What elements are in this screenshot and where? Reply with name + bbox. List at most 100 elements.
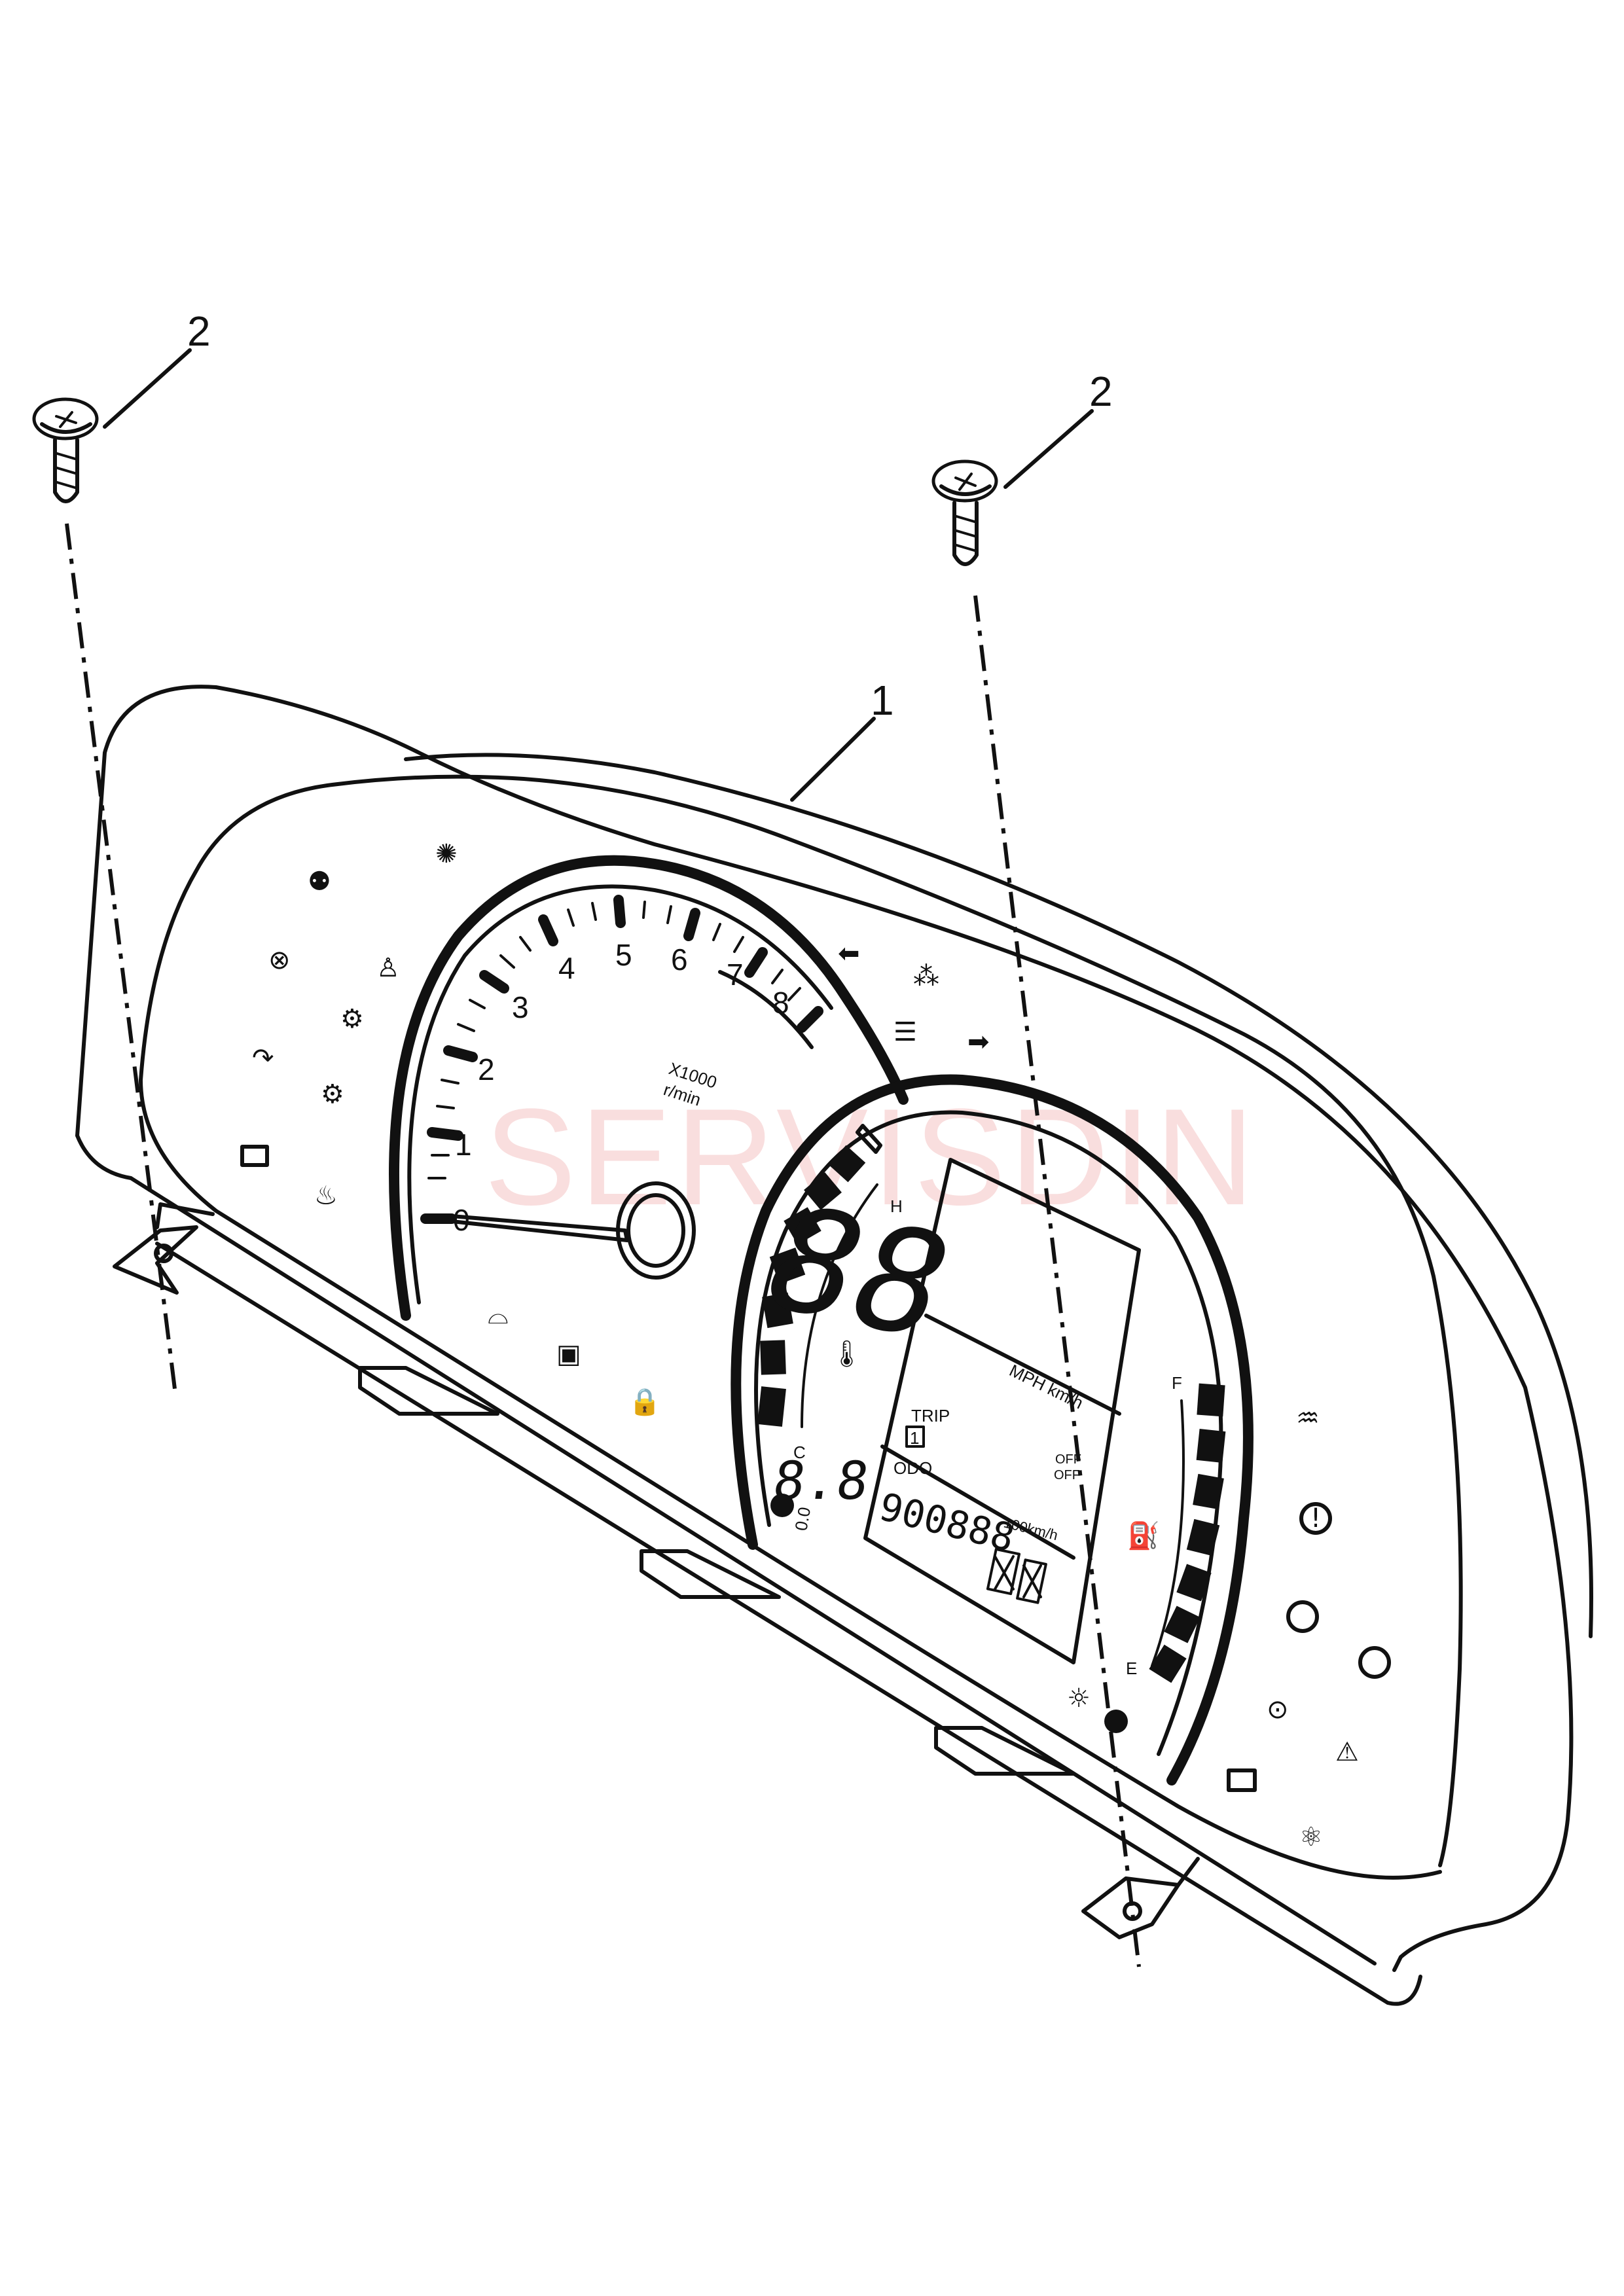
lcd-divider-2 — [880, 1444, 1075, 1560]
screw-right-head-rim — [939, 484, 992, 496]
lcd-trip-box — [905, 1426, 925, 1448]
tachometer-ticks — [420, 895, 823, 1224]
bezel-face-bottom — [139, 1078, 1442, 1880]
callout-2-left: 2 — [187, 308, 211, 355]
screw-left-shank — [53, 438, 79, 503]
fuel-segment — [1193, 1473, 1224, 1510]
lcd-trip-label: TRIP — [911, 1406, 950, 1426]
leader-line-cluster — [790, 717, 876, 802]
temp-segment — [784, 1207, 821, 1245]
tick-minor — [712, 923, 721, 941]
temp-segment — [760, 1340, 786, 1375]
seatbelt-icon: ♙ — [376, 953, 400, 983]
tachometer-hub-outer — [616, 1181, 696, 1280]
fuel-segment — [1186, 1518, 1220, 1556]
tick-minor — [436, 1105, 455, 1109]
tick-minor — [499, 954, 515, 969]
temp-scale-arc — [801, 1183, 878, 1428]
brake-exclamation: ! — [1310, 1503, 1321, 1534]
mounting-tab-right-flange — [1176, 1857, 1200, 1887]
tach-numeral-2: 2 — [478, 1052, 495, 1086]
temp-label-cold: C — [793, 1443, 806, 1462]
tick-minor — [567, 908, 575, 927]
tpms-icon: ⊙ — [1267, 1695, 1289, 1725]
bezel-face-top — [139, 774, 1463, 1867]
dimmer-knob[interactable] — [1104, 1710, 1128, 1733]
tachometer-needle — [450, 1214, 629, 1242]
reset-label: 0.0 — [791, 1505, 814, 1532]
brightness-icon: ☼ — [1067, 1683, 1091, 1713]
coolant-temp-icon: 🌡 — [830, 1339, 863, 1369]
leader-line-screw-left — [103, 348, 192, 429]
leader-line-screw-right — [1003, 409, 1094, 489]
fuel-segment — [1197, 1383, 1225, 1417]
tick-5 — [613, 895, 626, 928]
temp-segment — [769, 1247, 806, 1284]
fuel-label-empty: E — [1126, 1659, 1137, 1678]
lcd-display — [863, 1158, 1141, 1664]
screw-right — [931, 459, 998, 566]
lcd-consumption: 8.8 — [770, 1450, 873, 1511]
callout-1: 1 — [871, 677, 894, 724]
screw-left-head-rim — [40, 422, 92, 434]
mounting-tab-right-hole — [1123, 1901, 1142, 1921]
tick-2 — [443, 1045, 478, 1062]
lcd-trip-number: 1 — [910, 1428, 919, 1448]
esp-icon — [1358, 1646, 1391, 1679]
brake-warning-icon — [1299, 1502, 1332, 1535]
airbag-icon: ⚉ — [308, 867, 331, 897]
tachometer: 0 1 2 3 4 5 6 7 8 X1000 r/min — [389, 855, 909, 1321]
lcd-gear-segment-cross — [994, 1555, 1015, 1590]
tach-numeral-1: 1 — [455, 1128, 472, 1162]
tick-6 — [683, 908, 700, 941]
screw-left-thread — [54, 452, 79, 490]
steering-warning-icon: ↷ — [252, 1043, 274, 1073]
immobilizer-icon: 🔒 — [628, 1387, 661, 1417]
engine-malfunction-icon: ⚙ — [321, 1079, 344, 1109]
lcd-gear-segment-cross-2 — [1022, 1564, 1042, 1598]
lcd-gear-segment-box — [986, 1547, 1021, 1596]
temp-segment — [828, 1145, 866, 1183]
trip-reset-knob[interactable] — [770, 1494, 794, 1517]
temp-gauge-segments — [757, 1124, 882, 1427]
screw-right-thread — [953, 514, 978, 552]
tick-minor — [469, 999, 486, 1009]
turn-right-icon: ➡ — [967, 1027, 990, 1057]
tachometer-bezel — [389, 855, 909, 1321]
fuel-segment — [1176, 1564, 1212, 1602]
rear-fog-icon: ⁂ — [913, 961, 939, 992]
fuel-segment — [1196, 1429, 1226, 1463]
service-icon: ⚛ — [1299, 1822, 1323, 1852]
tick-minor — [787, 987, 801, 1001]
temp-segment — [804, 1172, 842, 1210]
housing-lower-lip — [155, 1242, 1422, 2006]
screw-left-slot — [55, 411, 77, 428]
lcd-speed-units: MPH km/h — [1006, 1360, 1086, 1412]
fuel-scale-arc — [1151, 1399, 1185, 1667]
lcd-divider-1 — [924, 1314, 1121, 1416]
glow-plug-icon: ♒ — [1296, 1403, 1320, 1433]
redline-arc — [718, 970, 814, 1049]
axis-line-right — [973, 595, 1141, 1967]
tick-minor — [457, 1023, 475, 1032]
tach-numeral-7: 7 — [727, 958, 744, 992]
temp-label-hot: H — [890, 1196, 903, 1216]
screw-right-shank — [952, 501, 979, 566]
mounting-tab-left — [113, 1225, 198, 1295]
check-engine-icon: ⚙ — [340, 1004, 364, 1034]
fuel-pump-icon: ⛽ — [1127, 1520, 1160, 1551]
fuel-label-full: F — [1172, 1373, 1182, 1393]
tachometer-inner-ring — [407, 884, 833, 1304]
cluster-housing — [75, 685, 1593, 2006]
tick-7 — [744, 947, 768, 978]
temp-segment — [757, 1386, 786, 1427]
warning-lamps: ⚉ ✺ ♙ ⊗ ⚙ ↷ ⚙ ♨ ⌓ ▣ 🔒 ⬅ ⁂ ☰ ➡ ♒ ! ⊙ ⚠ ⚛ — [240, 839, 1391, 1852]
tach-numeral-3: 3 — [512, 990, 529, 1024]
lcd-gear-segment-box-2 — [1016, 1558, 1047, 1604]
shroud-arc — [404, 753, 1593, 1638]
tick-minor — [591, 902, 597, 921]
tick-minor — [441, 1079, 460, 1085]
turn-left-icon: ⬅ — [838, 939, 860, 969]
lcd-gear-indicator — [986, 1547, 1047, 1604]
lower-clip-1 — [358, 1366, 499, 1416]
